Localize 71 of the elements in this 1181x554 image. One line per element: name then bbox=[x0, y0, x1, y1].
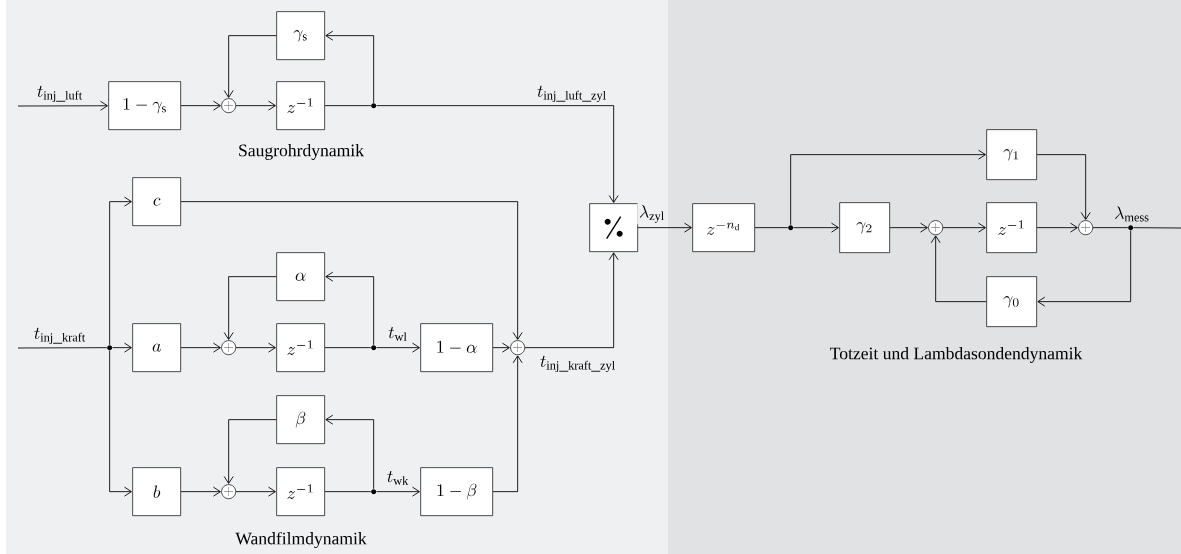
branch-point bbox=[371, 103, 377, 109]
block-box: $\gamma_1$ bbox=[986, 129, 1037, 180]
block-box: $z^{-n_\mathrm{d}}$ bbox=[692, 203, 755, 252]
signal-label: $\lambda_\mathrm{zyl}$ bbox=[637, 203, 667, 225]
arrow bbox=[223, 35, 277, 98]
branch-point bbox=[371, 489, 377, 495]
arrow bbox=[109, 196, 132, 346]
arrow bbox=[930, 235, 987, 303]
block-box: $\alpha$ bbox=[276, 252, 325, 301]
arrow bbox=[180, 100, 221, 111]
arrow bbox=[1036, 222, 1078, 233]
arrow bbox=[524, 252, 619, 349]
arrow bbox=[492, 355, 523, 493]
arrow bbox=[180, 201, 523, 340]
group-title: Saugrohrdynamik bbox=[239, 144, 364, 160]
arrow bbox=[325, 271, 375, 346]
signal-label: $t_{\mathrm{inj\_kraft}}$ bbox=[32, 326, 88, 346]
group-title: Totzeit und Lambdasondendynamik bbox=[830, 347, 1083, 363]
branch-point bbox=[107, 345, 113, 351]
summing-junction: $+$ bbox=[221, 340, 237, 356]
arrow bbox=[235, 486, 276, 497]
block-box: $c$ bbox=[132, 177, 181, 226]
arrow bbox=[325, 414, 375, 490]
branch-point bbox=[788, 225, 794, 231]
arrow bbox=[223, 419, 277, 484]
block-box: $\gamma_2$ bbox=[839, 202, 890, 253]
arrow bbox=[325, 30, 375, 104]
arrow bbox=[889, 222, 928, 233]
arrow bbox=[376, 342, 420, 353]
block-box: $1-\beta$ bbox=[420, 467, 493, 516]
arrow bbox=[492, 342, 510, 353]
block-box: $b$ bbox=[132, 467, 181, 516]
arrow bbox=[376, 105, 619, 203]
block-box: $z^{-1}$ bbox=[986, 202, 1037, 253]
block-box: $1-\alpha$ bbox=[420, 323, 493, 372]
arrow bbox=[637, 222, 692, 233]
signal-label: $t_\mathrm{wl}$ bbox=[386, 325, 410, 343]
arrow bbox=[790, 149, 986, 226]
block-box: $\gamma_0$ bbox=[986, 276, 1037, 327]
block-box: $\beta$ bbox=[276, 395, 325, 444]
arrow bbox=[17, 100, 108, 111]
signal-label: $t_{\mathrm{inj\_luft\_zyl}}$ bbox=[535, 84, 609, 104]
signal-label: $t_{\mathrm{inj\_kraft\_zyl}}$ bbox=[538, 354, 618, 374]
arrow bbox=[1036, 154, 1091, 220]
signal-label: $t_\mathrm{wk}$ bbox=[385, 469, 411, 487]
block-box: $a$ bbox=[132, 323, 181, 372]
block-box: $z^{-1}$ bbox=[276, 323, 325, 372]
summing-junction: $+$ bbox=[221, 98, 237, 114]
arrow bbox=[223, 276, 277, 340]
branch-point bbox=[371, 345, 377, 351]
block-box: $\gamma_\mathrm{s}$ bbox=[276, 11, 325, 60]
group-title: Wandfilmdynamik bbox=[235, 531, 367, 549]
summing-junction: $+$ bbox=[510, 340, 526, 356]
summing-junction: $+$ bbox=[221, 484, 237, 500]
arrow bbox=[180, 342, 221, 353]
arrow bbox=[112, 342, 132, 353]
arrow bbox=[376, 486, 420, 497]
arrow bbox=[235, 100, 276, 111]
arrow bbox=[793, 222, 839, 233]
arrow bbox=[180, 486, 221, 497]
branch-point bbox=[1128, 225, 1134, 231]
arrow bbox=[942, 222, 986, 233]
arrow bbox=[109, 350, 132, 497]
summing-junction: $+$ bbox=[928, 220, 944, 236]
block-box: $1-\gamma_\mathrm{s}$ bbox=[108, 81, 181, 130]
arrow bbox=[1037, 230, 1132, 307]
arrow bbox=[235, 342, 276, 353]
summing-junction: $+$ bbox=[1078, 220, 1094, 236]
signal-label: $t_{\mathrm{inj\_luft}}$ bbox=[35, 84, 85, 104]
block-box: $z^{-1}$ bbox=[276, 467, 325, 516]
block-box: $z^{-1}$ bbox=[276, 81, 325, 130]
